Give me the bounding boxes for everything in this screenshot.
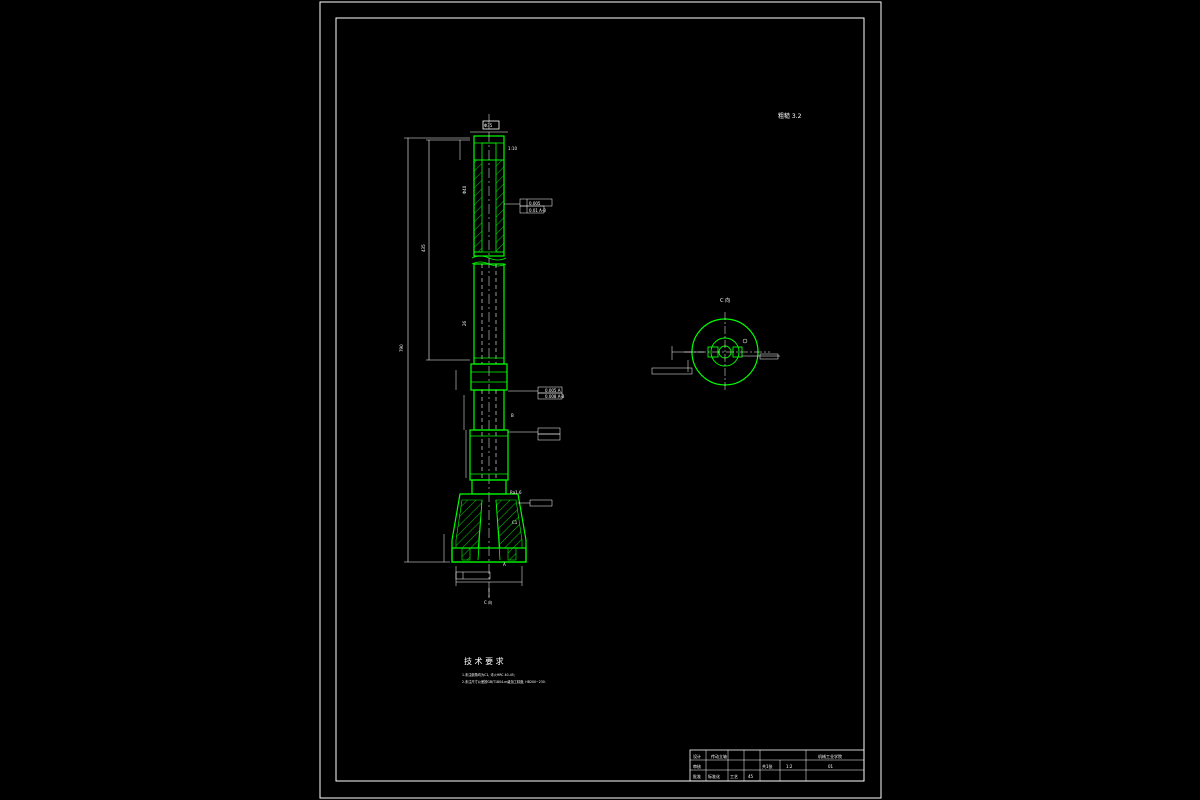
title-sheet: 共1张	[762, 763, 773, 769]
title-label-2: 审核	[693, 763, 701, 769]
shaft-upper-wall-right	[495, 159, 505, 253]
dim-chamfer: C1	[512, 520, 518, 525]
base-hatch-right	[495, 499, 523, 549]
outer-frame	[319, 1, 882, 799]
title-material: 45	[748, 774, 754, 779]
dim-overall-length: 790	[399, 344, 404, 352]
section-a-label: A	[503, 562, 506, 567]
section-b-label: B	[511, 413, 514, 418]
shaft-collar-2	[469, 429, 509, 481]
base-hatch-left	[455, 499, 483, 549]
tech-note-2: 2.未注尺寸公差按GB/T1804-m级加工精度, HB200~230.	[462, 679, 546, 684]
tol-frame-3: 0.005 A	[545, 388, 561, 393]
title-company: 机械工业学院	[818, 753, 842, 759]
dim-bore-taper: 1:10	[508, 146, 517, 151]
title-row3-a: 标准化	[708, 773, 720, 779]
title-label-3: 批准	[693, 773, 701, 779]
tol-frame-1: 0.005	[529, 201, 541, 206]
base-bolt-right	[507, 547, 517, 561]
dim-width-note: Φ40	[462, 185, 467, 194]
tolerance-frames: 0.005 0.01 A-B 0.005 A 0.008 A-B A B	[455, 198, 565, 580]
title-part-name: 传动立轴	[711, 753, 727, 759]
tol-frame-2: 0.01 A-B	[529, 208, 546, 213]
dim-side: 26	[462, 320, 467, 326]
view-label: C 向	[720, 297, 730, 304]
title-drawing-no: 01	[828, 764, 834, 769]
inner-frame	[335, 17, 865, 782]
base-bolt-left	[461, 547, 471, 561]
surface-note: 粗糙 3.2	[778, 112, 802, 120]
shaft-top-cap	[482, 120, 500, 130]
technical-requirements: 技 术 要 求 1.未注倒角均为C1, 淬火HRC 40-45; 2.未注尺寸公…	[462, 656, 546, 684]
base-ra-label: Ra1.6	[510, 490, 522, 495]
tech-title: 技 术 要 求	[464, 656, 504, 666]
base-bottom-plate	[451, 547, 527, 563]
title-label-1: 设计	[693, 753, 701, 759]
title-block: 设计 审核 批准 传动立轴 标准化 工艺 45 共1张 1:2 机械工业学院 0…	[689, 749, 865, 782]
tol-frame-4: 0.008 A-B	[545, 394, 565, 399]
shaft-main-view: Φ35	[451, 114, 527, 600]
dim-upper-length: 435	[421, 244, 426, 252]
title-row3-b: 工艺	[730, 774, 738, 779]
title-scale: 1:2	[786, 764, 793, 769]
dim-top-width: Φ35	[484, 123, 493, 128]
dimension-lines: 790 435 1:10 26 Φ40 C 向	[399, 137, 523, 605]
shaft-upper-wall-left	[473, 159, 483, 253]
tech-note-1: 1.未注倒角均为C1, 淬火HRC 40-45;	[462, 672, 515, 677]
view-arrow-label: C 向	[484, 599, 492, 605]
c-direction-view: C 向	[651, 297, 780, 392]
